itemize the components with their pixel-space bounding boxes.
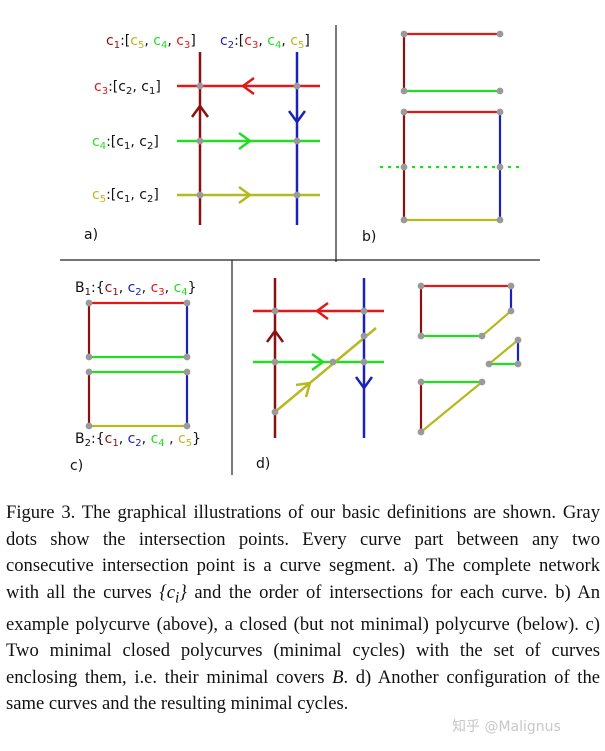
c3-order-label: c3:[c2, c1]: [94, 79, 161, 97]
d-arrow-c5-up: [295, 381, 312, 398]
d-cycle-small: [488, 339, 520, 366]
d-arrow-c4-right: [311, 352, 326, 372]
arrow-c5-right: [238, 185, 253, 205]
c1-order-label: c1:[c5, c4, c3]: [106, 33, 196, 51]
c5-order-label: c5:[c1, c2]: [92, 187, 159, 205]
d-arrow-c2-down: [354, 376, 374, 391]
arrow-c4-right: [238, 131, 253, 151]
arrow-c2-down: [287, 110, 307, 125]
panel-dividers: [60, 25, 540, 475]
c2-order-label: c2:[c3, c4, c5]: [220, 33, 310, 51]
arrow-c1-up: [190, 103, 210, 118]
panel-d-network-points: [271, 307, 368, 416]
panel-b-points: [400, 30, 504, 224]
panel-c-points: [85, 299, 191, 430]
figure-caption: Figure 3. The graphical illustrations of…: [6, 502, 600, 715]
panel-b-label: b): [362, 229, 376, 245]
d-arrow-c3-left: [314, 301, 329, 321]
panel-c: B1:{c1, c2, c3, c4} B2:{c1, c2, c4 , c5}…: [70, 280, 201, 474]
panel-a-label: a): [84, 227, 98, 243]
panel-b: b): [362, 30, 522, 245]
b2-cover-label: B2:{c1, c2, c4 , c5}: [75, 431, 201, 449]
panel-c-label: c): [70, 458, 83, 474]
intersection-points: [196, 82, 301, 199]
d-arrow-c1-up: [265, 328, 285, 343]
c4-order-label: c4:[c1, c2]: [92, 134, 159, 152]
panel-a: c1:[c5, c4, c3] c2:[c3, c4, c5] c3:[c2, …: [84, 33, 320, 243]
zhihu-watermark: 知乎 @Malignus: [452, 719, 561, 735]
d-cycle-top: [419, 284, 513, 338]
panel-d: d): [253, 278, 522, 472]
figure-3: c1:[c5, c4, c3] c2:[c3, c4, c5] c3:[c2, …: [60, 25, 540, 475]
panel-d-cycle-points: [417, 282, 522, 436]
arrow-c3-left: [240, 76, 255, 96]
d-curve-c5: [274, 327, 377, 413]
panel-d-label: d): [256, 456, 270, 472]
d-cycle-bottom: [419, 380, 483, 433]
b1-cover-label: B1:{c1, c2, c3, c4}: [75, 280, 197, 298]
